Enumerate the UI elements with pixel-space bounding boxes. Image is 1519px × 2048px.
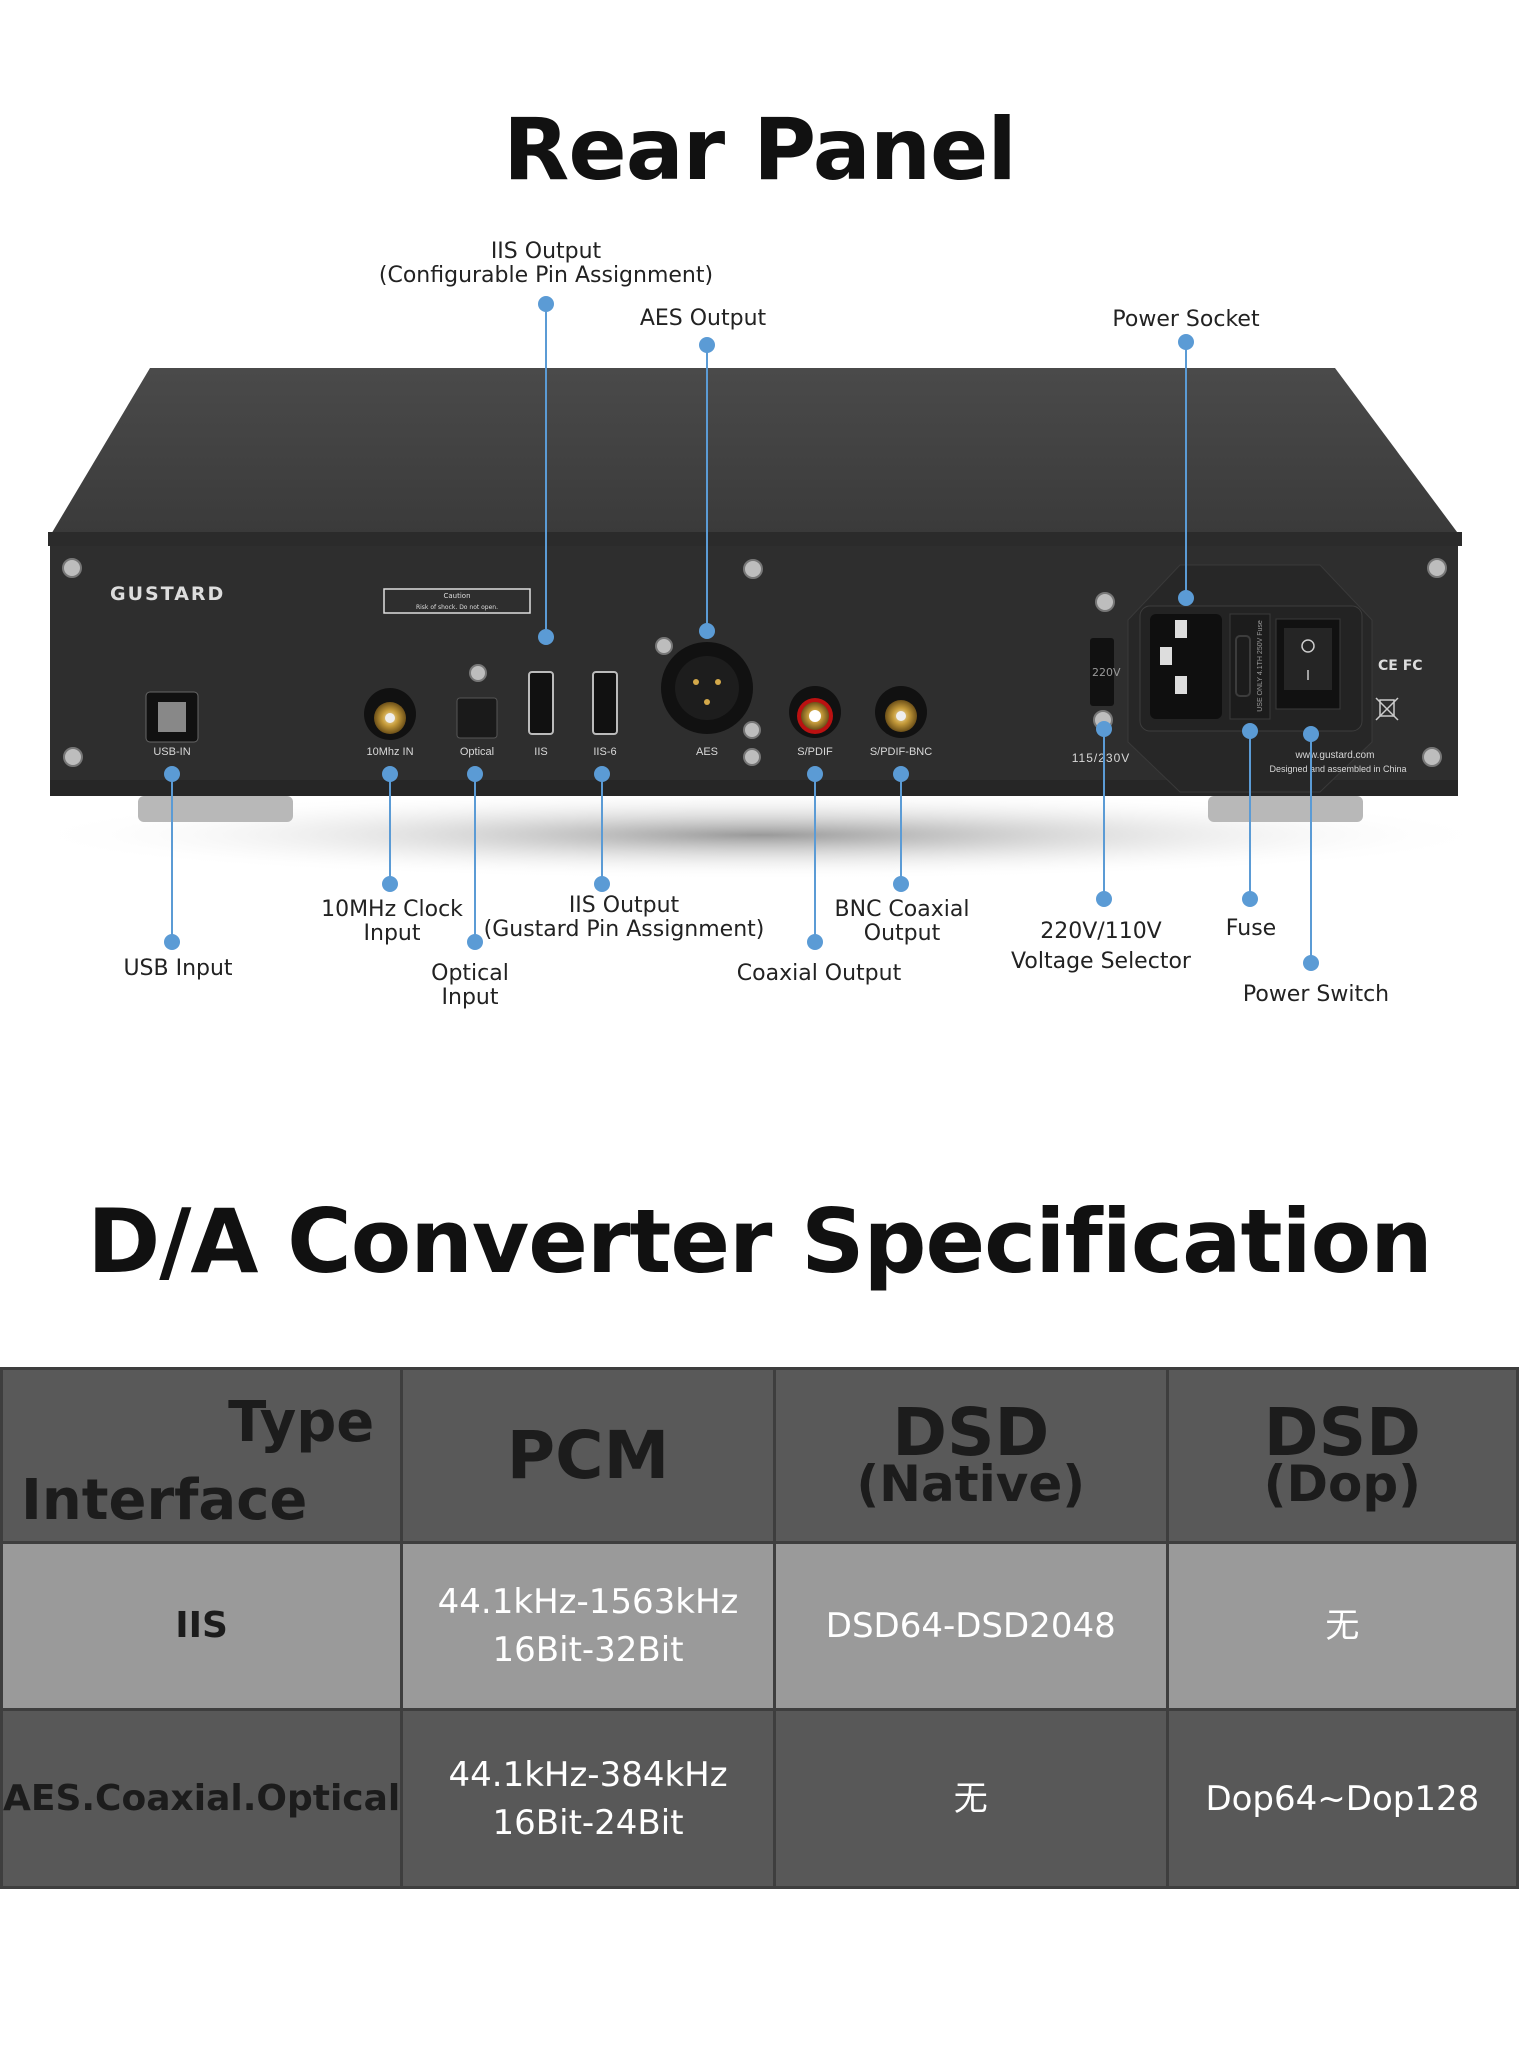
svg-text:IIS-6: IIS-6: [593, 746, 616, 758]
callout-iis6-output: IIS Output(Gustard Pin Assignment): [483, 893, 765, 942]
svg-text:Caution: Caution: [443, 592, 470, 600]
callout-power-socket: Power Socket: [1112, 307, 1260, 332]
callout-dots: [164, 296, 1319, 971]
svg-text:Risk of shock. Do not open.: Risk of shock. Do not open.: [416, 604, 498, 611]
callout-fuse: Fuse: [1225, 916, 1277, 941]
cell-dsd-native: 无: [772, 1708, 1169, 1889]
callout-aes-output: AES Output: [639, 306, 767, 331]
svg-text:S/PDIF: S/PDIF: [797, 746, 833, 758]
header-dsd-native: DSD(Native): [772, 1367, 1169, 1544]
callout-power-switch: Power Switch: [1242, 982, 1390, 1007]
foot: [138, 796, 293, 822]
device-rear-illustration: GUSTARD Caution Risk of shock. Do not op…: [20, 296, 1500, 971]
svg-text:S/PDIF-BNC: S/PDIF-BNC: [870, 746, 932, 758]
fuse-rating-label: USE ONLY 4.1TH 250V Fuse: [1257, 620, 1264, 712]
header-dsd-dop: DSD(Dop): [1165, 1367, 1519, 1544]
cell-interface: AES.Coaxial.Optical: [0, 1708, 404, 1889]
rear-panel-title: Rear Panel: [503, 100, 1017, 200]
caution-label: Caution Risk of shock. Do not open.: [383, 588, 531, 614]
cell-dsd-native: DSD64-DSD2048: [772, 1541, 1169, 1711]
voltage-selector: [1090, 638, 1114, 706]
iec-power-socket: [1150, 614, 1222, 719]
svg-text:220V: 220V: [1092, 666, 1121, 679]
svg-text:10Mhz IN: 10Mhz IN: [366, 746, 413, 758]
svg-text:AES: AES: [696, 746, 718, 758]
cert-marks: CE FC: [1378, 658, 1423, 674]
iis-hdmi-port: [528, 671, 554, 735]
svg-text:Designed and assembled in Chin: Designed and assembled in China: [1269, 764, 1406, 774]
callout-iis-output: IIS Output(Configurable Pin Assignment): [378, 239, 714, 288]
svg-text:115/230V: 115/230V: [1072, 751, 1131, 765]
cell-dsd-dop: Dop64~Dop128: [1165, 1708, 1519, 1889]
svg-text:Optical: Optical: [460, 746, 494, 758]
cell-dsd-dop: 无: [1165, 1541, 1519, 1711]
svg-text:IIS: IIS: [534, 746, 547, 758]
callout-usb-input: USB Input: [123, 956, 233, 981]
iis6-hdmi-port: [592, 671, 618, 735]
foot: [1208, 796, 1363, 822]
callout-lines: [171, 304, 1312, 963]
optical-port: [456, 697, 498, 739]
header-pcm: PCM: [400, 1367, 776, 1544]
cell-interface: IIS: [0, 1541, 404, 1711]
top-cover: [50, 368, 1460, 536]
panel-silkscreen: USB-IN 10Mhz IN Optical IIS IIS-6 AES S/…: [153, 746, 1406, 774]
svg-text:USB-IN: USB-IN: [153, 746, 190, 758]
callout-coaxial-output: Coaxial Output: [736, 961, 902, 986]
svg-text:www.gustard.com: www.gustard.com: [1295, 750, 1375, 761]
weee-icon: [1375, 697, 1399, 721]
brand-logo: GUSTARD: [110, 583, 225, 605]
spec-title: D/A Converter Specification: [87, 1190, 1433, 1293]
